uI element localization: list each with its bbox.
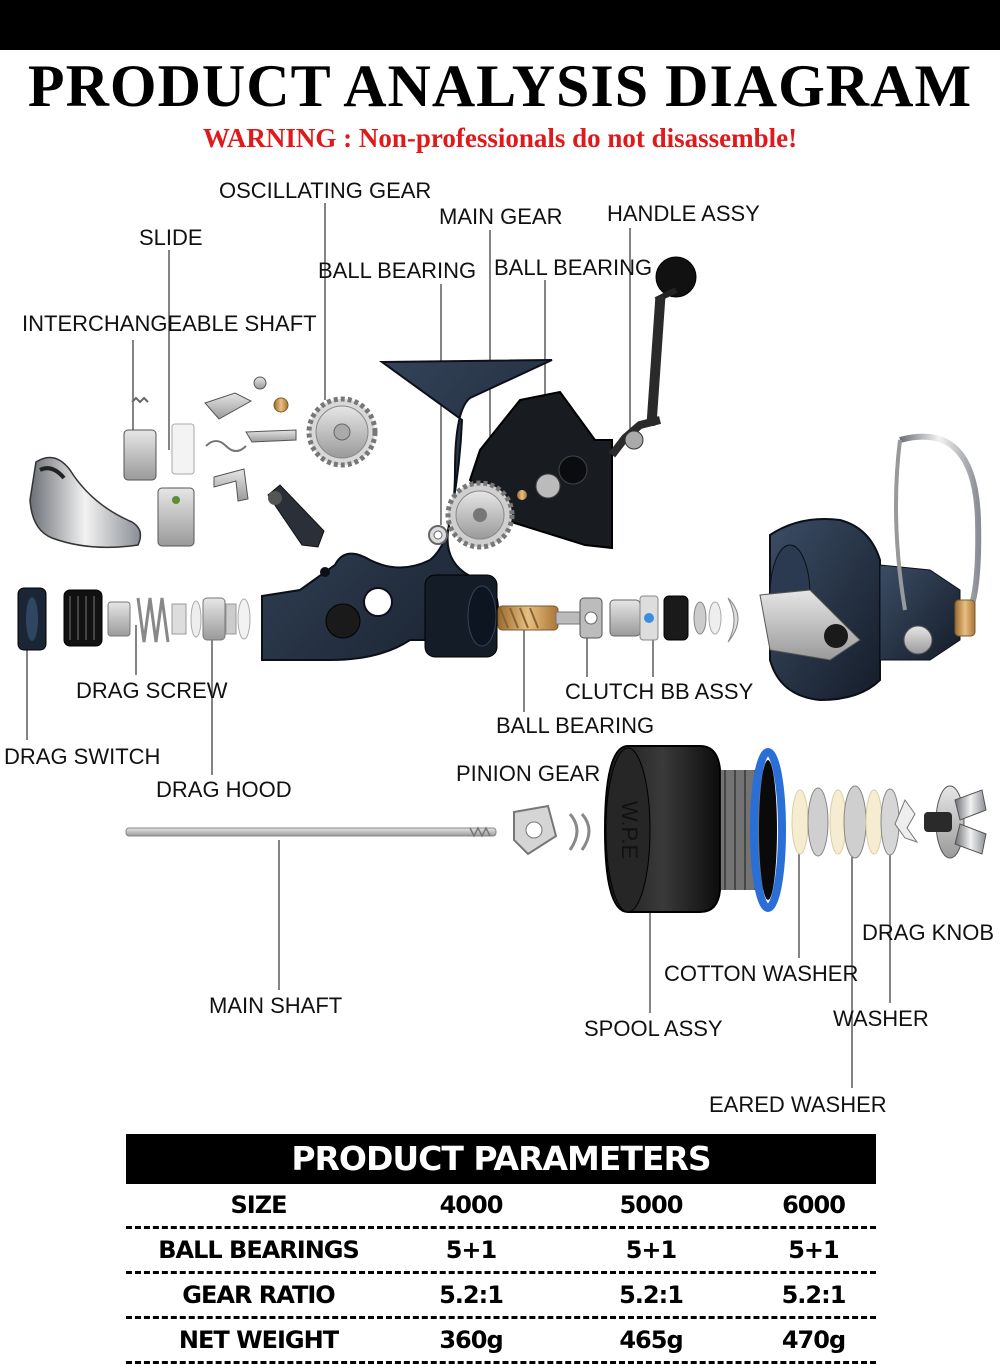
label-drag-hood: DRAG HOOD xyxy=(156,777,292,802)
product-parameters-table: PRODUCT PARAMETERS SIZE 4000 5000 6000 B… xyxy=(126,1134,876,1364)
top-black-bar xyxy=(0,0,1000,50)
main-gear xyxy=(445,480,515,550)
label-slide: SLIDE xyxy=(139,225,203,250)
label-main-gear: MAIN GEAR xyxy=(439,204,562,229)
rotor-assy xyxy=(759,433,982,702)
params-row-net-weight: NET WEIGHT 360g 465g 470g xyxy=(126,1319,876,1364)
page-title: PRODUCT ANALYSIS DIAGRAM xyxy=(27,53,973,119)
label-drag-knob: DRAG KNOB xyxy=(862,920,994,945)
clutch-bb-assy xyxy=(609,595,739,643)
params-cell: BALL BEARINGS xyxy=(158,1236,360,1264)
ball-bearing-middle xyxy=(579,597,603,639)
params-cell: 465g xyxy=(619,1326,683,1354)
params-cell: 4000 xyxy=(439,1191,504,1219)
params-cell: 5000 xyxy=(619,1191,684,1219)
spool-assy xyxy=(603,745,786,913)
params-title: PRODUCT PARAMETERS xyxy=(126,1134,876,1184)
params-cell: SIZE xyxy=(230,1191,287,1219)
params-cell: 5.2:1 xyxy=(439,1281,504,1309)
drag-screw-spring xyxy=(107,597,251,643)
params-cell: 5+1 xyxy=(445,1236,498,1264)
small-parts-cluster xyxy=(123,376,325,548)
exploded-reel-diagram: W.P.E OSCILLATING GEAR MAIN GEAR HANDLE … xyxy=(4,178,994,1117)
label-main-shaft: MAIN SHAFT xyxy=(209,993,342,1018)
params-cell: 5.2:1 xyxy=(781,1281,847,1309)
label-oscillating-gear: OSCILLATING GEAR xyxy=(219,178,431,203)
label-pinion-gear: PINION GEAR xyxy=(456,761,600,786)
label-handle-assy: HANDLE ASSY xyxy=(607,201,760,226)
params-cell: 470g xyxy=(781,1326,846,1354)
label-drag-screw: DRAG SCREW xyxy=(76,678,228,703)
params-cell: 5.2:1 xyxy=(619,1281,684,1309)
params-cell: NET WEIGHT xyxy=(178,1326,339,1354)
drag-knob xyxy=(924,785,987,859)
params-row-ball-bearings: BALL BEARINGS 5+1 5+1 5+1 xyxy=(126,1229,876,1274)
params-cell: 6000 xyxy=(782,1191,846,1219)
params-cell: 5+1 xyxy=(625,1236,678,1264)
params-cell: GEAR RATIO xyxy=(182,1281,335,1309)
part-labels: OSCILLATING GEAR MAIN GEAR HANDLE ASSY S… xyxy=(4,178,994,1117)
side-plate-chrome xyxy=(29,456,142,549)
oscillating-gear xyxy=(306,396,378,468)
params-row-size: SIZE 4000 5000 6000 xyxy=(126,1184,876,1229)
label-spool-assy: SPOOL ASSY xyxy=(584,1016,723,1041)
label-clutch-bb-assy: CLUTCH BB ASSY xyxy=(565,679,754,704)
params-cell: 360g xyxy=(439,1326,503,1354)
label-ball-bearing-2: BALL BEARING xyxy=(494,255,652,280)
shaft-clips xyxy=(513,804,591,856)
reel-body xyxy=(261,359,553,661)
main-shaft xyxy=(125,826,497,838)
label-interchangeable-shaft: INTERCHANGEABLE SHAFT xyxy=(22,311,317,336)
washer-stack xyxy=(791,785,919,859)
warning-text: WARNING : Non-professionals do not disas… xyxy=(202,123,798,153)
label-ball-bearing-3: BALL BEARING xyxy=(496,713,654,738)
pinion-gear xyxy=(497,605,581,631)
spool-brand-text: W.P.E xyxy=(617,801,642,859)
label-washer: WASHER xyxy=(833,1006,929,1031)
drag-switch-ring xyxy=(17,587,47,651)
drag-hood xyxy=(63,589,103,647)
handle-assy xyxy=(608,256,697,458)
label-ball-bearing-1: BALL BEARING xyxy=(318,258,476,283)
label-drag-switch: DRAG SWITCH xyxy=(4,744,160,769)
params-cell: 5+1 xyxy=(788,1236,840,1264)
params-row-gear-ratio: GEAR RATIO 5.2:1 5.2:1 5.2:1 xyxy=(126,1274,876,1319)
bearing-small xyxy=(428,525,448,545)
label-cotton-washer: COTTON WASHER xyxy=(664,961,858,986)
label-eared-washer: EARED WASHER xyxy=(709,1092,887,1117)
